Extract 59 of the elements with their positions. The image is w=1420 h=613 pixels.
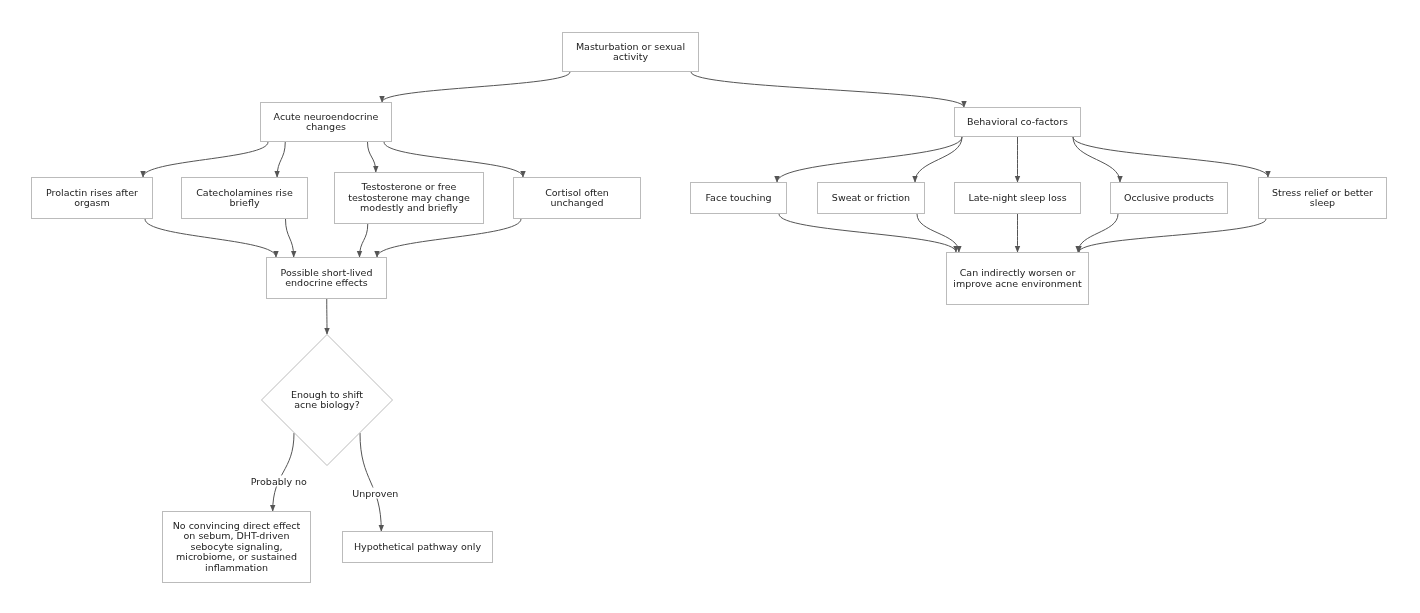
arrow <box>274 141 286 178</box>
arrow <box>324 298 330 335</box>
process-box <box>954 107 1081 137</box>
arrow <box>142 141 269 178</box>
arrow <box>359 432 384 532</box>
arrow <box>778 213 957 253</box>
process-box <box>181 177 308 219</box>
arrow <box>1072 136 1269 178</box>
node-text: Possible short-lived endocrine effects <box>279 267 374 289</box>
arrow <box>913 136 963 183</box>
node-text: Occlusive products <box>1123 192 1215 204</box>
arrow <box>690 71 965 108</box>
process-box <box>342 531 493 563</box>
process-box <box>690 182 787 214</box>
arrow <box>270 432 295 512</box>
arrow <box>916 213 961 253</box>
node-text: Catecholamines rise briefly <box>195 187 294 209</box>
process-box <box>513 177 641 219</box>
arrow <box>144 218 277 258</box>
node-text: Prolactin rises after orgasm <box>45 187 139 209</box>
node-text: Acute neuroendocrine changes <box>272 111 380 133</box>
edge-label: Probably no <box>248 475 309 487</box>
arrow <box>1014 136 1021 183</box>
arrow <box>776 136 963 183</box>
arrow <box>356 223 369 258</box>
node-text: Cortisol often unchanged <box>544 187 610 209</box>
process-box <box>260 102 392 142</box>
process-box <box>1258 177 1387 219</box>
decision-diamond <box>261 334 393 466</box>
arrow <box>1014 213 1021 253</box>
node-text: Hypothetical pathway only <box>353 541 482 553</box>
process-box <box>162 511 311 583</box>
node-text: Can indirectly worsen or improve acne environment <box>953 268 1082 289</box>
arrow <box>367 141 379 173</box>
arrow <box>1072 136 1122 183</box>
process-box <box>817 182 925 214</box>
node-text: Masturbation or sexual activity <box>574 41 687 63</box>
node-text: Testosterone or free testosterone may change modestly and briefly <box>347 182 471 214</box>
node-text: Stress relief or better sleep <box>1270 187 1375 209</box>
process-box <box>266 257 387 299</box>
arrow <box>1078 218 1267 253</box>
node-text: Late-night sleep loss <box>968 192 1067 204</box>
process-box <box>946 252 1089 305</box>
arrow <box>381 71 571 103</box>
process-box <box>31 177 153 219</box>
node-text: Sweat or friction <box>831 192 911 204</box>
node-text: No convincing direct effect on sebum, DHT-driven sebocyte signaling, microbiome, or sustained inflammation <box>171 520 302 574</box>
process-box <box>562 32 699 72</box>
arrow <box>1076 213 1119 253</box>
arrow <box>383 141 524 178</box>
process-box <box>1110 182 1228 214</box>
edge-label: Unproven <box>350 487 401 499</box>
node-text: Enough to shift acne biology? <box>290 389 364 411</box>
node-text: Face touching <box>705 192 772 204</box>
arrow <box>376 218 522 258</box>
arrow <box>285 218 297 258</box>
process-box <box>334 172 484 224</box>
node-text: Behavioral co-factors <box>966 116 1069 128</box>
process-box <box>954 182 1081 214</box>
